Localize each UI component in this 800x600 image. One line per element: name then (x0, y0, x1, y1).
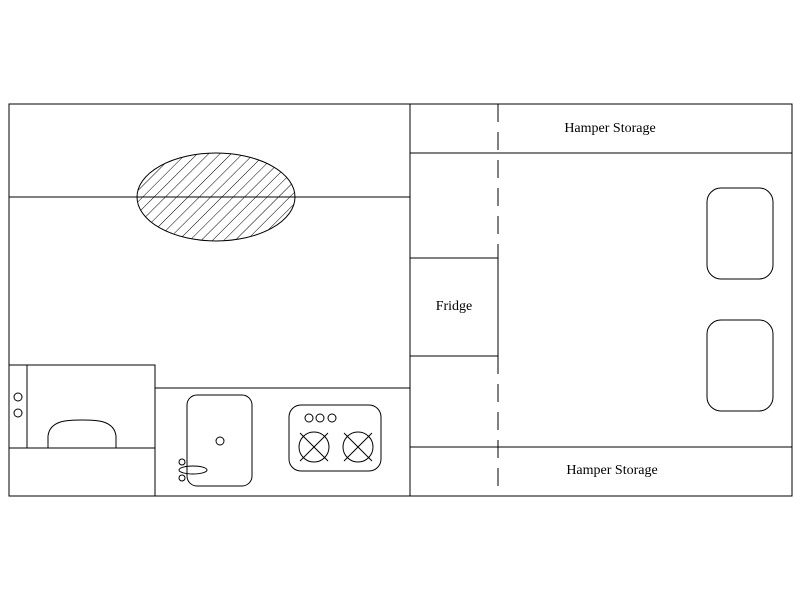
faucet-icon (178, 465, 208, 475)
seat-cushion (706, 319, 774, 412)
burner-icon (342, 431, 374, 463)
hamper-storage-bottom-label: Hamper Storage (566, 463, 657, 478)
hamper-storage-top-label: Hamper Storage (564, 121, 655, 136)
burner-icon (298, 431, 330, 463)
dinette-table (136, 152, 296, 242)
toilet-seat (47, 419, 117, 448)
stove-knob (315, 413, 325, 423)
seat-cushion (706, 187, 774, 280)
drain-icon (215, 436, 225, 446)
stove (288, 404, 382, 472)
control-knob (13, 392, 23, 402)
fridge-label: Fridge (436, 299, 473, 314)
control-knob (13, 408, 23, 418)
sink (178, 394, 253, 487)
stove-knob (304, 413, 314, 423)
faucet-knob (178, 458, 186, 466)
stove-knob (327, 413, 337, 423)
toilet-cabinet (9, 364, 156, 496)
fridge: Fridge (409, 257, 499, 357)
faucet-knob (178, 474, 186, 482)
outer-wall (8, 103, 793, 497)
